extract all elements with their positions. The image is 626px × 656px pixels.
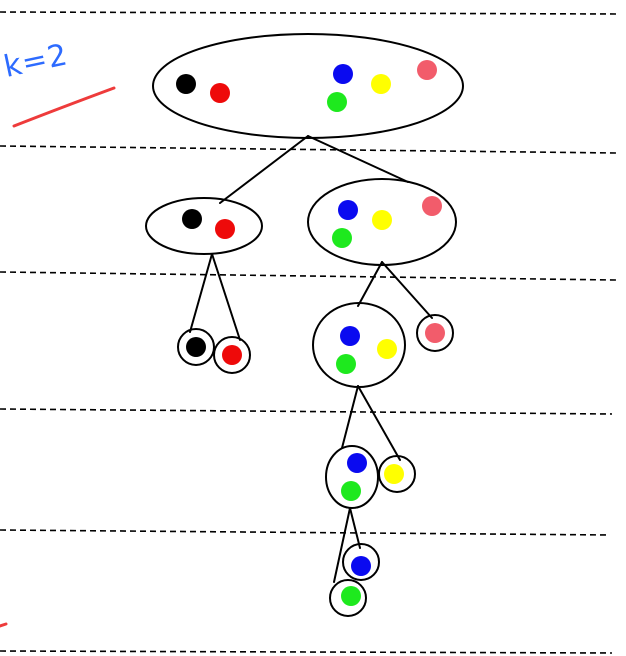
- right-pink-point: [422, 196, 442, 216]
- tree-edges: [189, 135, 433, 583]
- level-line-3: [0, 271, 617, 281]
- level-separators: [0, 11, 617, 654]
- bg-blue-point: [347, 453, 367, 473]
- leaf-pink: [416, 314, 454, 352]
- leaf-blue: [342, 543, 380, 581]
- right-green-point: [332, 228, 352, 248]
- right-cluster: [307, 178, 457, 266]
- edge-mid-bg: [341, 385, 359, 449]
- root-blue-point: [333, 64, 353, 84]
- bg-green-point: [341, 481, 361, 501]
- root-black-point: [176, 74, 196, 94]
- k-underline: [12, 86, 116, 128]
- edge-root-left: [219, 135, 309, 204]
- leaf-green: [329, 579, 367, 617]
- root-pink-point: [417, 60, 437, 80]
- mid-yellow-point: [377, 339, 397, 359]
- blue-green-cluster: [325, 445, 379, 509]
- level-line-4: [0, 408, 613, 415]
- leaf-green-point: [341, 586, 361, 606]
- leaf-red: [213, 336, 251, 374]
- root-red-point: [210, 83, 230, 103]
- edge-right-mid: [357, 261, 383, 307]
- left-black-point: [182, 209, 202, 229]
- mid-green-point: [336, 354, 356, 374]
- edge-mid-yellow: [357, 385, 401, 461]
- edge-bg-green: [333, 507, 351, 583]
- right-yellow-point: [372, 210, 392, 230]
- leaf-yellow: [378, 455, 416, 493]
- root-green-point: [327, 92, 347, 112]
- left-cluster: [145, 197, 263, 255]
- leaf-pink-point: [425, 323, 445, 343]
- edge-left-black: [189, 253, 213, 333]
- root-cluster: [152, 33, 464, 139]
- points: [176, 60, 445, 606]
- cluster-outlines: [145, 33, 464, 617]
- root-yellow-point: [371, 74, 391, 94]
- corner-mark: [0, 622, 8, 628]
- level-line-1: [0, 11, 617, 15]
- edge-right-pink: [381, 261, 433, 319]
- right-blue-point: [338, 200, 358, 220]
- leaf-yellow-point: [384, 464, 404, 484]
- leaf-black-point: [186, 337, 206, 357]
- level-line-2: [0, 145, 617, 154]
- leaf-blue-point: [351, 556, 371, 576]
- level-line-5: [0, 529, 611, 536]
- mid-cluster: [312, 302, 406, 388]
- left-red-point: [215, 219, 235, 239]
- edge-left-red: [211, 253, 241, 341]
- leaf-black: [177, 328, 215, 366]
- mid-blue-point: [340, 326, 360, 346]
- leaf-red-point: [222, 345, 242, 365]
- level-line-6: [0, 650, 613, 654]
- edge-bg-blue: [349, 507, 361, 549]
- edge-root-right: [307, 135, 409, 183]
